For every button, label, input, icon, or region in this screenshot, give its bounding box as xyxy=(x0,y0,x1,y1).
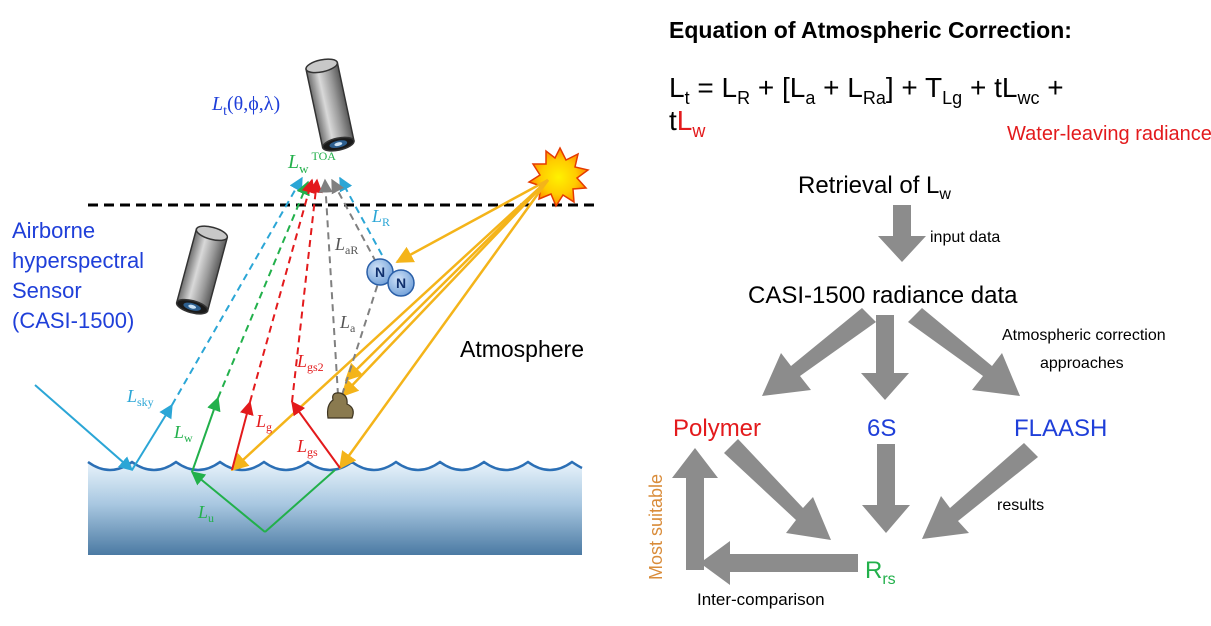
retrieval-label: Retrieval of Lw xyxy=(798,172,951,203)
atmosphere-label: Atmosphere xyxy=(460,336,584,362)
solar-ray-to-glint xyxy=(230,179,549,472)
arrow-up-to-polymer xyxy=(672,448,718,570)
equation-line-1: Lt = LR + [La + LRa] + TLg + tLwc + xyxy=(669,72,1064,108)
arrow-6s-to-rrs xyxy=(862,444,910,533)
glint-paths xyxy=(231,178,341,471)
water-surface-line xyxy=(87,460,583,472)
arrow-casi-to-6s xyxy=(861,315,909,400)
input-data-label: input data xyxy=(930,229,1000,246)
aerosol-label: La xyxy=(339,312,356,335)
solar-rays xyxy=(230,178,550,472)
sensor-line-3: Sensor xyxy=(12,278,82,303)
aerosol-paths xyxy=(318,178,386,396)
rayleigh-label: LR xyxy=(371,206,390,229)
water-leaving-path xyxy=(190,180,336,533)
arrow-polymer-to-rrs xyxy=(724,439,831,540)
aerosol-rayleigh-label: LaR xyxy=(334,234,358,257)
water-leaving-label: Lw xyxy=(173,422,193,445)
water-leaving-radiance-label: Water-leaving radiance xyxy=(1007,123,1211,145)
molecule-icon: N N xyxy=(366,258,415,297)
solar-ray-to-aerosol-2 xyxy=(344,179,549,382)
flowchart-arrows xyxy=(672,205,1038,585)
sky-radiance-path xyxy=(34,176,383,471)
most-suitable-label: Most suitable xyxy=(646,474,666,580)
arrow-casi-to-polymer xyxy=(762,308,876,396)
underwater-label: Lu xyxy=(197,502,214,525)
water-body xyxy=(87,460,583,555)
sensor-line-4: (CASI-1500) xyxy=(12,308,134,333)
aerosol-particle-icon xyxy=(326,392,354,419)
sun-icon xyxy=(527,146,590,208)
glint-sky-label: Lgs xyxy=(296,436,318,459)
polymer-label: Polymer xyxy=(673,415,761,442)
airborne-sensor-icon xyxy=(175,225,229,315)
equation-line-2: tLw xyxy=(669,105,706,141)
sensor-line-1: Airborne xyxy=(12,218,95,243)
arrow-casi-to-flaash xyxy=(908,308,1020,396)
airborne-sensor-label: Airborne hyperspectral Sensor (CASI-1500… xyxy=(12,218,144,333)
arrow-flaash-to-rrs xyxy=(922,443,1038,539)
toa-water-leaving-label: LwTOA xyxy=(287,149,336,176)
rayleigh-path xyxy=(339,176,383,256)
glint-label: Lg xyxy=(255,411,272,434)
approach-line-2: approaches xyxy=(1040,355,1124,372)
solar-ray-to-aerosol xyxy=(340,179,549,398)
satellite-radiance-label: Lt(θ,ϕ,λ) xyxy=(211,93,280,119)
solar-ray-to-molecule xyxy=(395,178,549,264)
arrow-inter-comparison xyxy=(700,541,858,585)
glint-secondary-label: Lgs2 xyxy=(296,351,324,374)
solar-ray-to-glint-sky xyxy=(338,179,550,470)
satellite-sensor-icon xyxy=(305,58,355,152)
molecule-label-2: N xyxy=(396,275,406,291)
flaash-label: FLAASH xyxy=(1014,415,1107,442)
sensor-line-2: hyperspectral xyxy=(12,248,144,273)
inter-comparison-label: Inter-comparison xyxy=(697,590,825,609)
equation-title: Equation of Atmospheric Correction: xyxy=(669,17,1072,43)
molecule-label-1: N xyxy=(375,264,385,280)
sixs-label: 6S xyxy=(867,415,896,442)
equation-lw-highlight: Lw xyxy=(677,105,707,141)
sky-radiance-label: Lsky xyxy=(126,386,154,409)
casi-data-label: CASI-1500 radiance data xyxy=(748,282,1018,309)
arrow-retrieval-to-casi xyxy=(878,205,926,262)
approach-line-1: Atmospheric correction xyxy=(1002,327,1166,344)
rrs-label: Rrs xyxy=(865,557,896,588)
results-label: results xyxy=(997,497,1044,514)
